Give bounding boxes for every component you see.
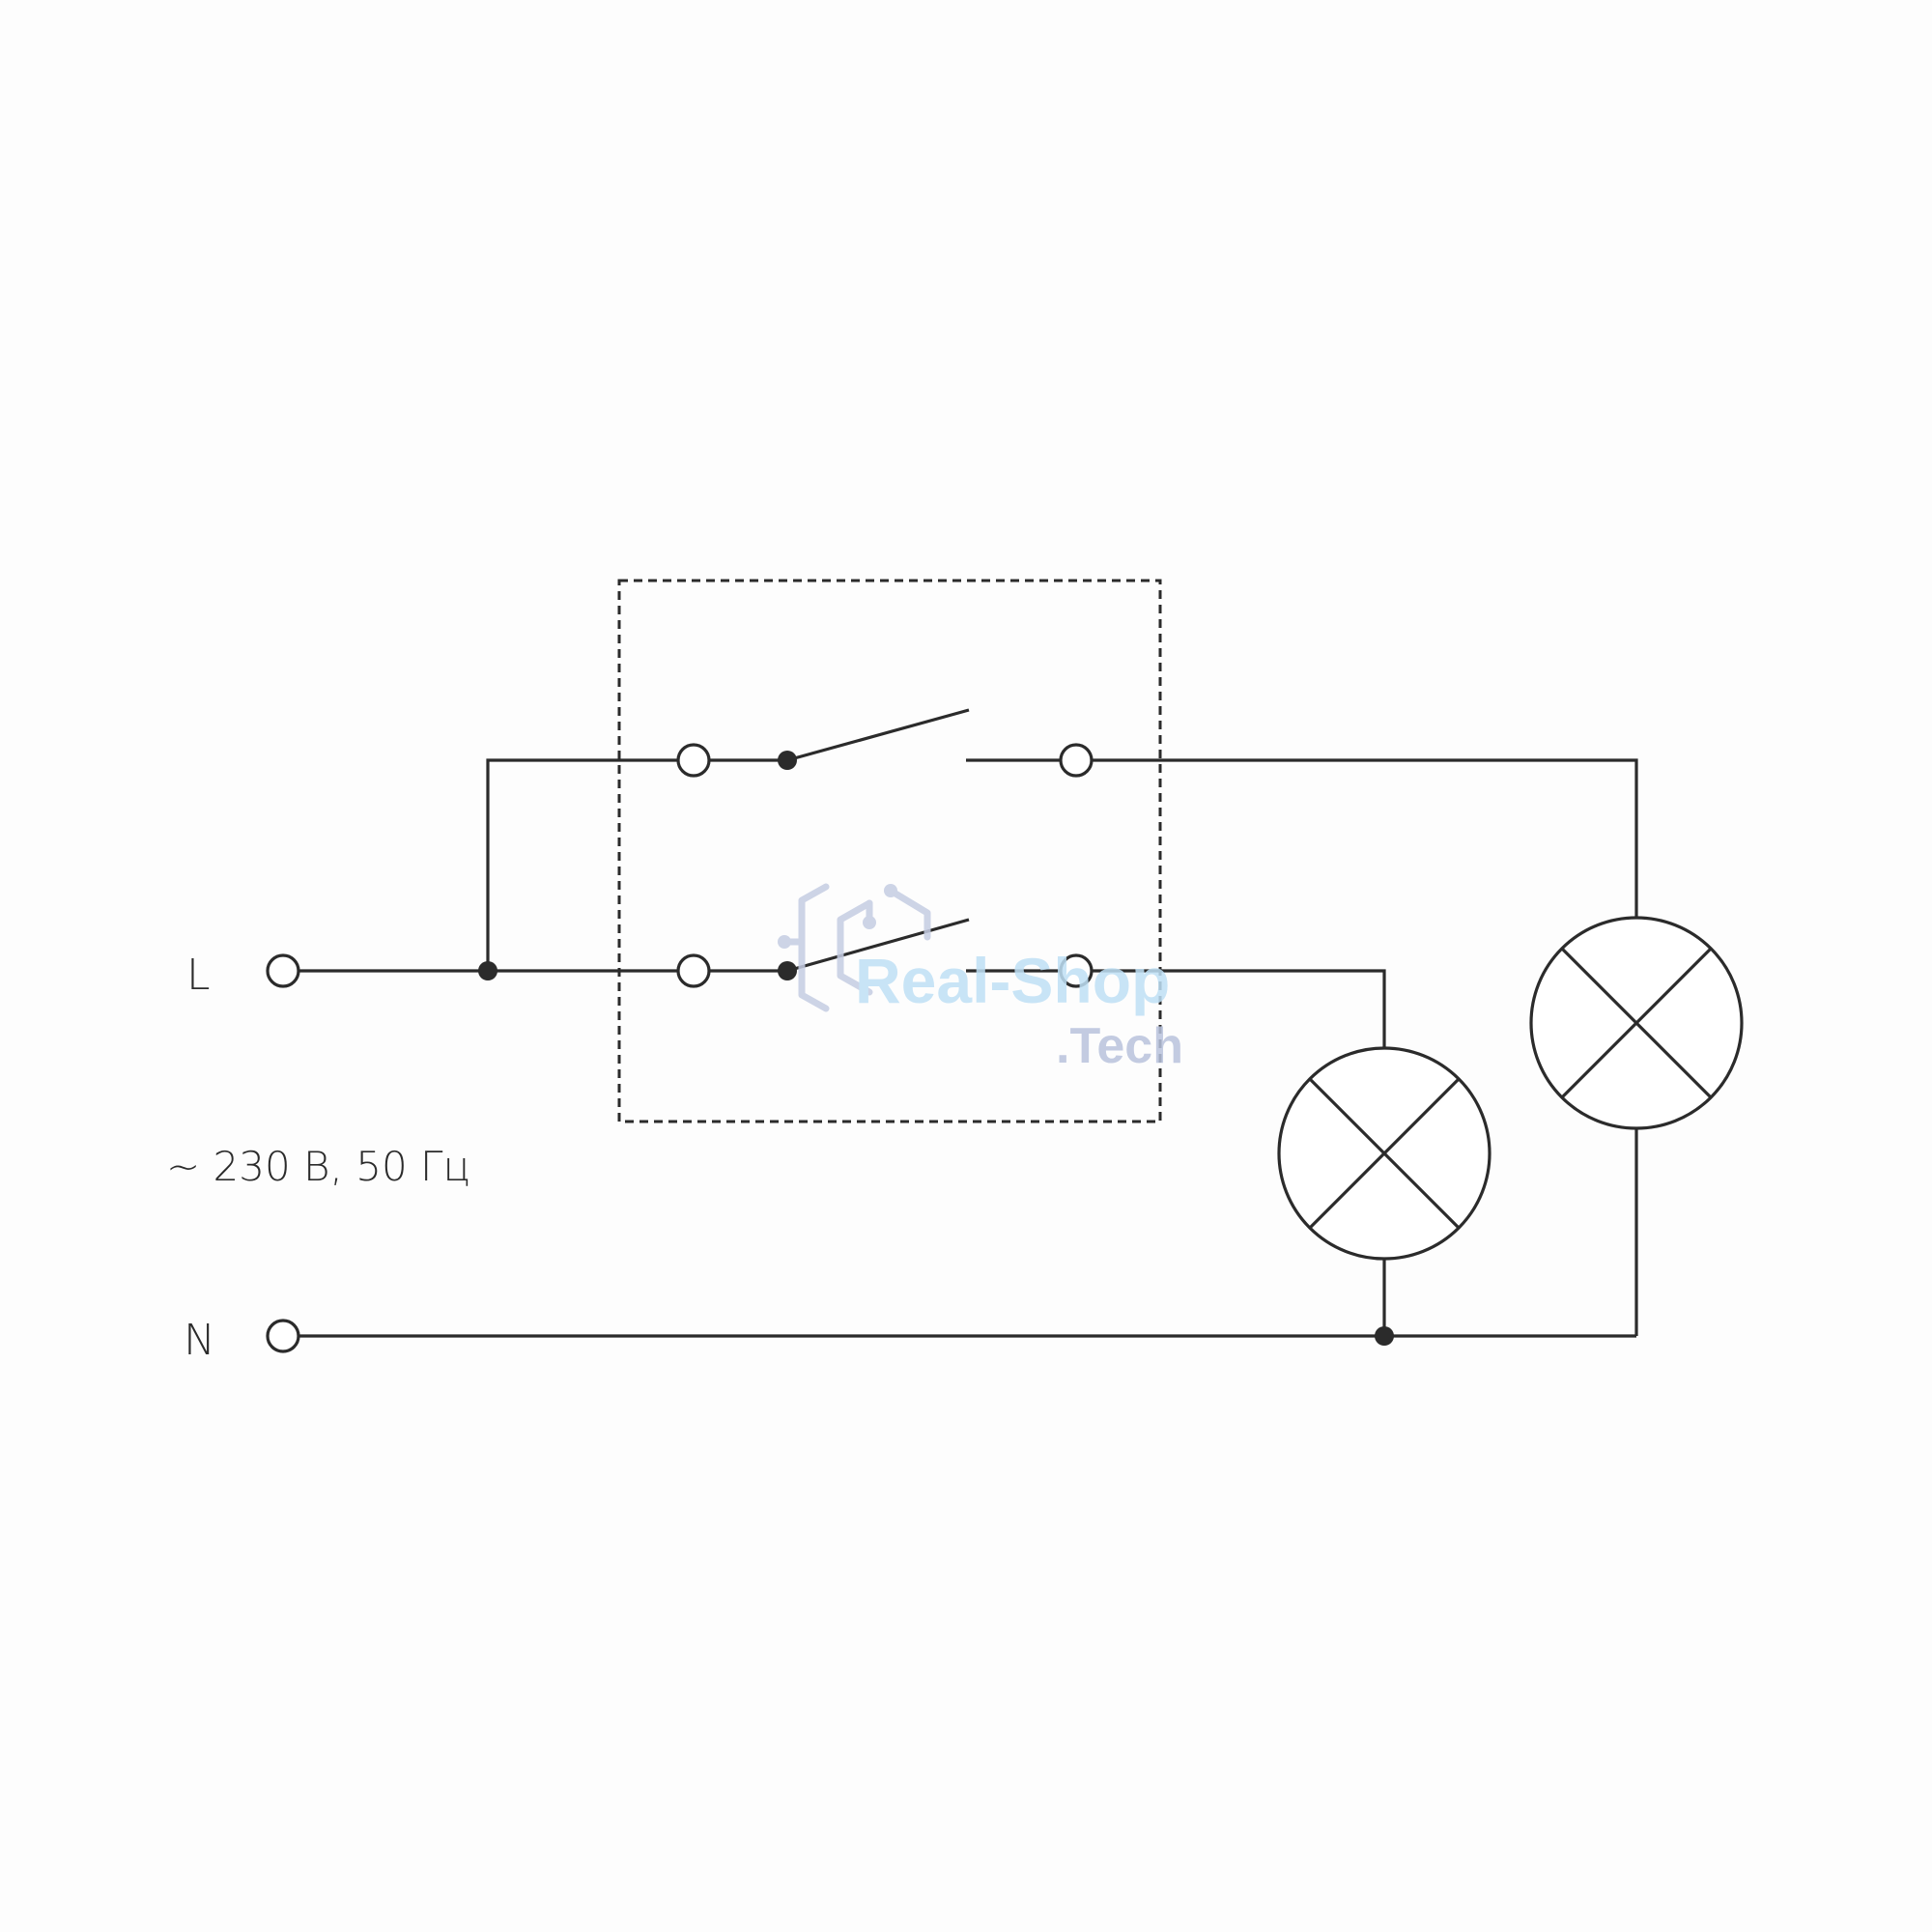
watermark-logo-icon bbox=[783, 883, 931, 1012]
watermark: Real-Shop .Tech bbox=[778, 883, 1183, 1074]
label-line: L bbox=[186, 951, 211, 1000]
switch-pivot-top bbox=[778, 751, 797, 770]
nodes bbox=[478, 751, 1394, 1346]
lamp-right bbox=[1529, 916, 1744, 1130]
terminal-switch-bottom-in bbox=[676, 953, 711, 988]
switch-enclosure bbox=[617, 579, 1162, 1123]
watermark-dot-3 bbox=[778, 935, 791, 949]
watermark-hex-outer bbox=[798, 883, 830, 1012]
terminals bbox=[266, 743, 1094, 1353]
watermark-hex-inner bbox=[837, 899, 873, 996]
terminal-switch-top-in bbox=[676, 743, 711, 778]
wire-to-lamp-right bbox=[1093, 758, 1638, 918]
junction-l bbox=[478, 961, 497, 980]
watermark-logo-dots bbox=[778, 884, 897, 949]
watermark-dot-2 bbox=[863, 916, 876, 929]
lamp-left-cross-b bbox=[1308, 1077, 1461, 1230]
label-neutral: N bbox=[184, 1316, 215, 1365]
switch-blade-bottom bbox=[786, 918, 970, 973]
watermark-dot-1 bbox=[884, 884, 897, 897]
junction-n bbox=[1375, 1326, 1394, 1346]
label-supply: ~ 230 В, 50 Гц bbox=[166, 1143, 470, 1190]
wire-l-branch-top bbox=[486, 758, 677, 971]
switch-pivot-bottom bbox=[778, 961, 797, 980]
terminal-l bbox=[266, 953, 300, 988]
wire-to-lamp-left bbox=[1093, 969, 1386, 1048]
wires bbox=[299, 708, 1638, 1338]
lamp-left bbox=[1277, 1046, 1492, 1261]
terminal-switch-bottom-out bbox=[1059, 953, 1094, 988]
watermark-domain: .Tech bbox=[1056, 1018, 1183, 1074]
terminal-switch-top-out bbox=[1059, 743, 1094, 778]
watermark-name: Real-Shop bbox=[855, 945, 1170, 1016]
lamp-right-cross-b bbox=[1560, 947, 1713, 1099]
watermark-circuit-b bbox=[887, 887, 931, 941]
switch-blade-top bbox=[786, 708, 970, 762]
terminal-n bbox=[266, 1319, 300, 1353]
